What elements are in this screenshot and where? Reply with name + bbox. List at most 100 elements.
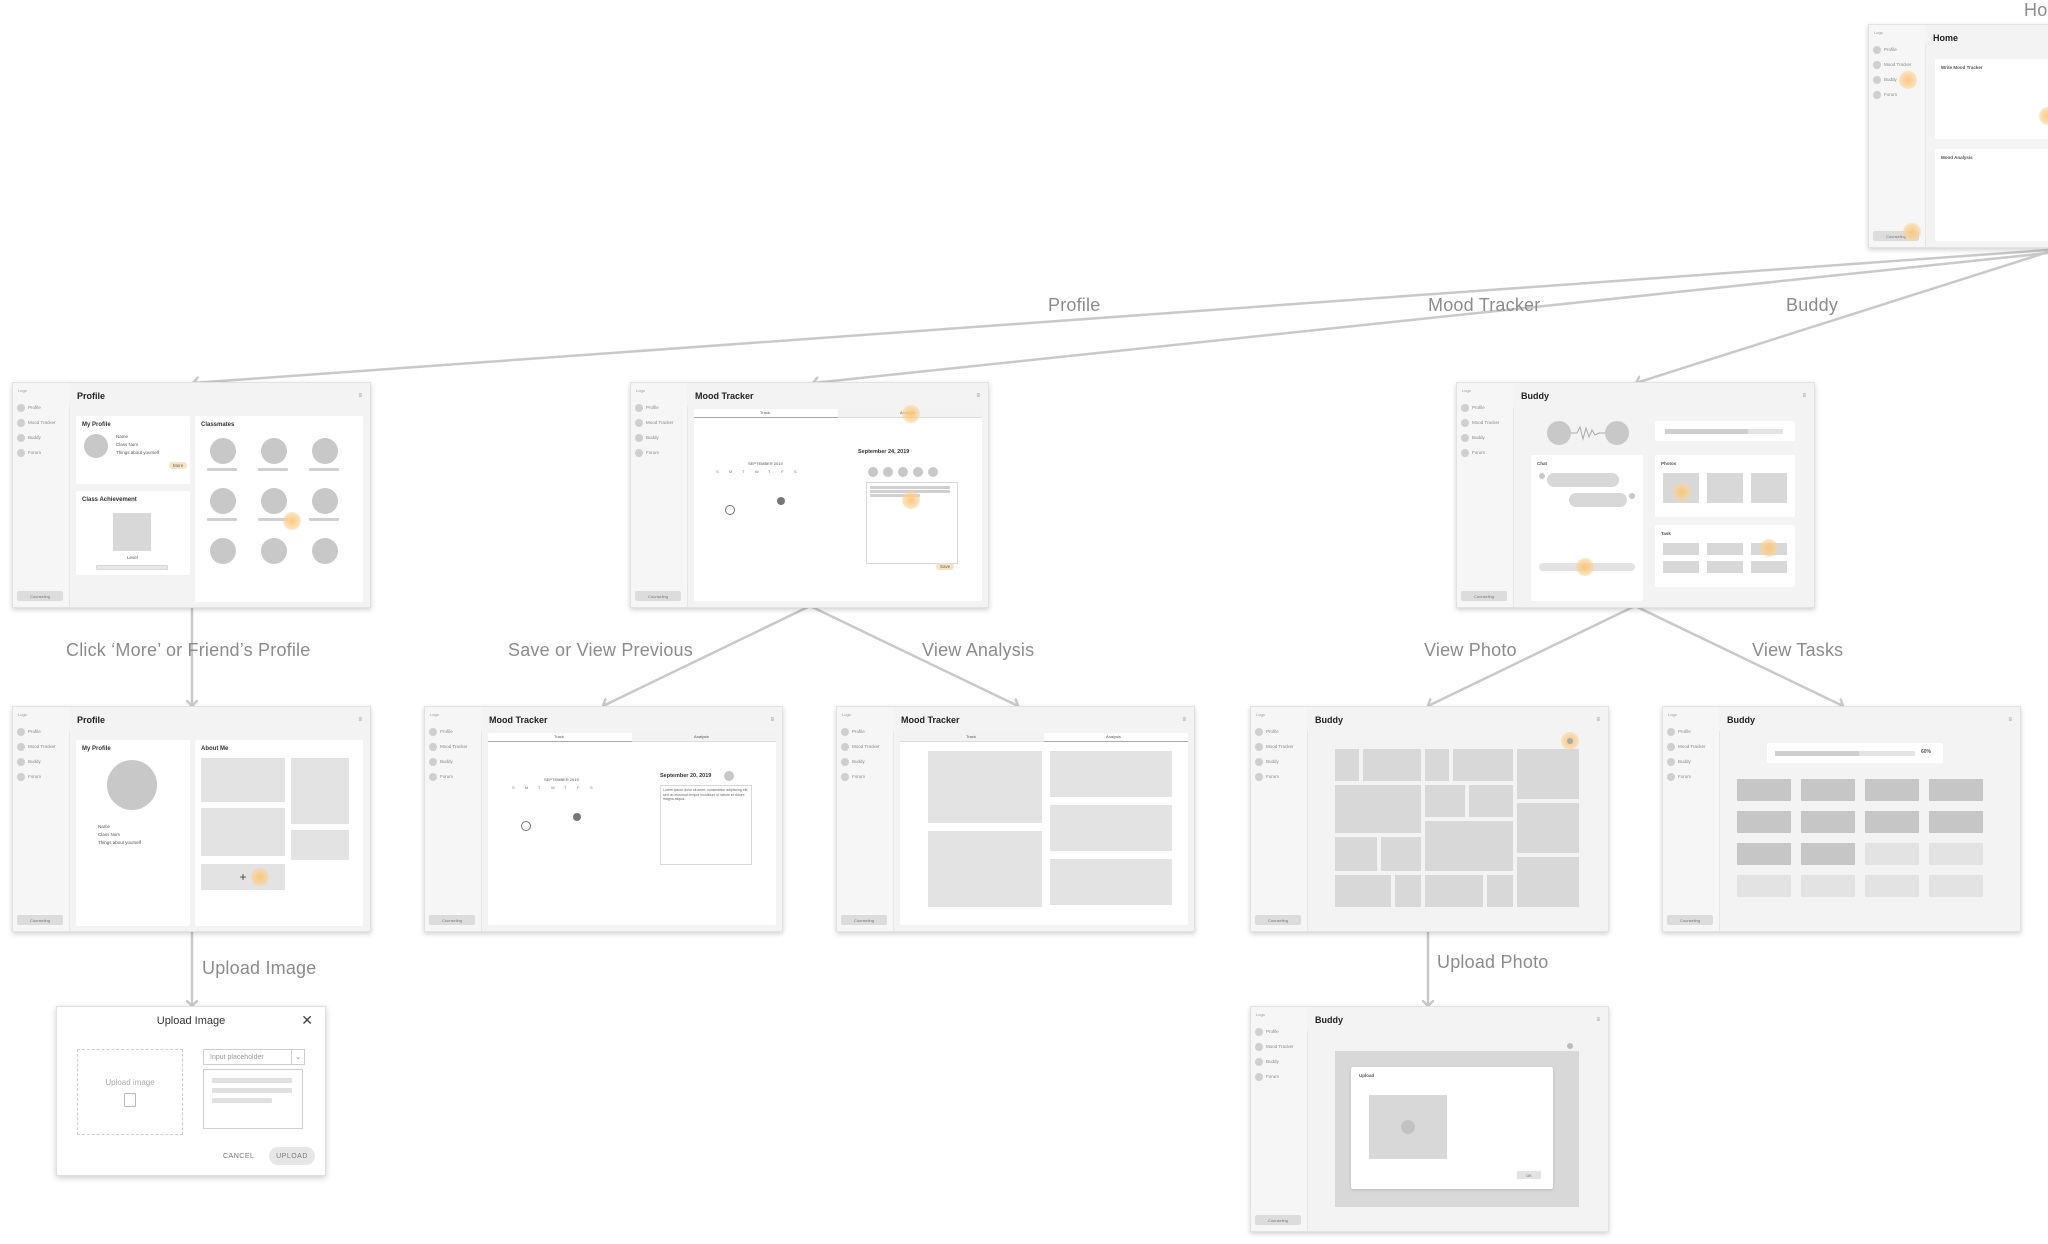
classmate-avatar[interactable] bbox=[312, 488, 338, 514]
task-tile[interactable] bbox=[1801, 843, 1855, 865]
sidebar-item-profile[interactable]: Profile bbox=[17, 403, 41, 412]
tab-track[interactable]: Track bbox=[900, 733, 1044, 742]
sidebar-item-mood-tracker[interactable]: Mood Tracker bbox=[429, 742, 468, 751]
sidebar-item-mood-tracker[interactable]: Mood Tracker bbox=[1873, 60, 1912, 69]
task-tile[interactable] bbox=[1929, 875, 1983, 897]
today-marker[interactable] bbox=[521, 821, 531, 831]
counseling-button[interactable]: Counseling bbox=[1255, 915, 1301, 925]
task-tile[interactable] bbox=[1929, 811, 1983, 833]
photo-tile[interactable] bbox=[1517, 803, 1579, 853]
photo-tile[interactable] bbox=[1517, 857, 1579, 907]
menu-icon[interactable]: ≡ bbox=[1596, 1017, 1600, 1023]
menu-icon[interactable]: ≡ bbox=[2008, 717, 2012, 723]
upload-button[interactable]: UPLOAD bbox=[269, 1147, 315, 1165]
sidebar-item-buddy[interactable]: Buddy bbox=[1255, 1057, 1279, 1066]
counseling-button[interactable]: Counseling bbox=[1873, 231, 1919, 241]
photo-tile[interactable] bbox=[1453, 749, 1513, 781]
photo-thumb[interactable] bbox=[1707, 473, 1743, 503]
task-tile[interactable] bbox=[1865, 875, 1919, 897]
sidebar-item-profile[interactable]: Profile bbox=[1873, 45, 1897, 54]
image-placeholder[interactable] bbox=[201, 758, 285, 802]
task-tile[interactable] bbox=[1801, 811, 1855, 833]
sidebar-item-profile[interactable]: Profile bbox=[1667, 727, 1691, 736]
sidebar-item-forum[interactable]: Forum bbox=[1255, 772, 1279, 781]
sidebar-item-forum[interactable]: Forum bbox=[1255, 1072, 1279, 1081]
mood-option-icon[interactable] bbox=[868, 467, 878, 477]
tab-analysis[interactable]: Analysis bbox=[632, 733, 776, 742]
image-placeholder[interactable] bbox=[291, 830, 349, 860]
menu-icon[interactable]: ≡ bbox=[358, 717, 362, 723]
menu-icon[interactable]: ≡ bbox=[358, 393, 362, 399]
photo-tile[interactable] bbox=[1487, 875, 1513, 907]
mood-option-icon[interactable] bbox=[883, 467, 893, 477]
task-tile[interactable] bbox=[1751, 561, 1787, 573]
photo-tile[interactable] bbox=[1425, 785, 1465, 817]
selected-day[interactable] bbox=[777, 497, 785, 505]
sidebar-item-buddy[interactable]: Buddy bbox=[1255, 757, 1279, 766]
task-tile[interactable] bbox=[1801, 779, 1855, 801]
sidebar-item-mood-tracker[interactable]: Mood Tracker bbox=[17, 418, 56, 427]
counseling-button[interactable]: Counseling bbox=[1461, 591, 1507, 601]
sidebar-item-profile[interactable]: Profile bbox=[1255, 1027, 1279, 1036]
task-tile[interactable] bbox=[1737, 779, 1791, 801]
image-placeholder[interactable] bbox=[201, 808, 285, 856]
photo-tile[interactable] bbox=[1335, 785, 1421, 833]
sidebar-item-buddy[interactable]: Buddy bbox=[429, 757, 453, 766]
mood-option-icon[interactable] bbox=[898, 467, 908, 477]
classmate-avatar[interactable] bbox=[261, 438, 287, 464]
menu-icon[interactable]: ≡ bbox=[1596, 717, 1600, 723]
photo-tile[interactable] bbox=[1335, 749, 1359, 781]
classmate-avatar[interactable] bbox=[261, 538, 287, 564]
classmate-avatar[interactable] bbox=[312, 438, 338, 464]
sidebar-item-forum[interactable]: Forum bbox=[635, 448, 659, 457]
mood-option-icon[interactable] bbox=[913, 467, 923, 477]
photo-tile[interactable] bbox=[1381, 837, 1421, 871]
upload-dropzone[interactable]: Upload image bbox=[77, 1049, 183, 1135]
sidebar-item-buddy[interactable]: Buddy bbox=[1667, 757, 1691, 766]
menu-icon[interactable]: ≡ bbox=[770, 717, 774, 723]
counseling-button[interactable]: Counseling bbox=[17, 915, 63, 925]
photo-thumb[interactable] bbox=[1751, 473, 1787, 503]
sidebar-item-mood-tracker[interactable]: Mood Tracker bbox=[1461, 418, 1500, 427]
sidebar-item-buddy[interactable]: Buddy bbox=[1873, 75, 1897, 84]
classmate-avatar[interactable] bbox=[210, 488, 236, 514]
counseling-button[interactable]: Counseling bbox=[429, 915, 475, 925]
sidebar-item-mood-tracker[interactable]: Mood Tracker bbox=[1667, 742, 1706, 751]
photo-tile[interactable] bbox=[1335, 837, 1377, 871]
sidebar-item-forum[interactable]: Forum bbox=[1667, 772, 1691, 781]
task-tile[interactable] bbox=[1929, 843, 1983, 865]
task-tile[interactable] bbox=[1865, 843, 1919, 865]
task-tile[interactable] bbox=[1707, 561, 1743, 573]
sidebar-item-profile[interactable]: Profile bbox=[841, 727, 865, 736]
photo-tile[interactable] bbox=[1425, 821, 1513, 871]
save-button[interactable]: Save bbox=[936, 563, 955, 570]
tab-analysis[interactable]: Analysis bbox=[1044, 733, 1188, 742]
sidebar-item-mood-tracker[interactable]: Mood Tracker bbox=[17, 742, 56, 751]
more-button[interactable]: More bbox=[169, 462, 188, 469]
image-placeholder[interactable] bbox=[291, 758, 349, 824]
task-tile[interactable] bbox=[1737, 875, 1791, 897]
sidebar-item-forum[interactable]: Forum bbox=[1461, 448, 1485, 457]
task-tile[interactable] bbox=[1737, 843, 1791, 865]
upload-icon[interactable] bbox=[1567, 738, 1573, 744]
task-tile[interactable] bbox=[1801, 875, 1855, 897]
photo-tile[interactable] bbox=[1363, 749, 1421, 781]
menu-icon[interactable]: ≡ bbox=[976, 393, 980, 399]
task-tile[interactable] bbox=[1707, 543, 1743, 555]
classmate-avatar[interactable] bbox=[210, 438, 236, 464]
sidebar-item-mood-tracker[interactable]: Mood Tracker bbox=[1255, 742, 1294, 751]
classmate-avatar[interactable] bbox=[210, 538, 236, 564]
sidebar-item-forum[interactable]: Forum bbox=[17, 448, 41, 457]
photo-tile[interactable] bbox=[1517, 749, 1579, 799]
counseling-button[interactable]: Counseling bbox=[1255, 1215, 1301, 1225]
photo-tile[interactable] bbox=[1425, 875, 1483, 907]
counseling-button[interactable]: Counseling bbox=[1667, 915, 1713, 925]
sidebar-item-forum[interactable]: Forum bbox=[841, 772, 865, 781]
photo-tile[interactable] bbox=[1395, 875, 1421, 907]
sidebar-item-forum[interactable]: Forum bbox=[17, 772, 41, 781]
counseling-button[interactable]: Counseling bbox=[841, 915, 887, 925]
menu-icon[interactable]: ≡ bbox=[1182, 717, 1186, 723]
sidebar-item-buddy[interactable]: Buddy bbox=[17, 757, 41, 766]
sidebar-item-profile[interactable]: Profile bbox=[17, 727, 41, 736]
task-tile[interactable] bbox=[1663, 561, 1699, 573]
